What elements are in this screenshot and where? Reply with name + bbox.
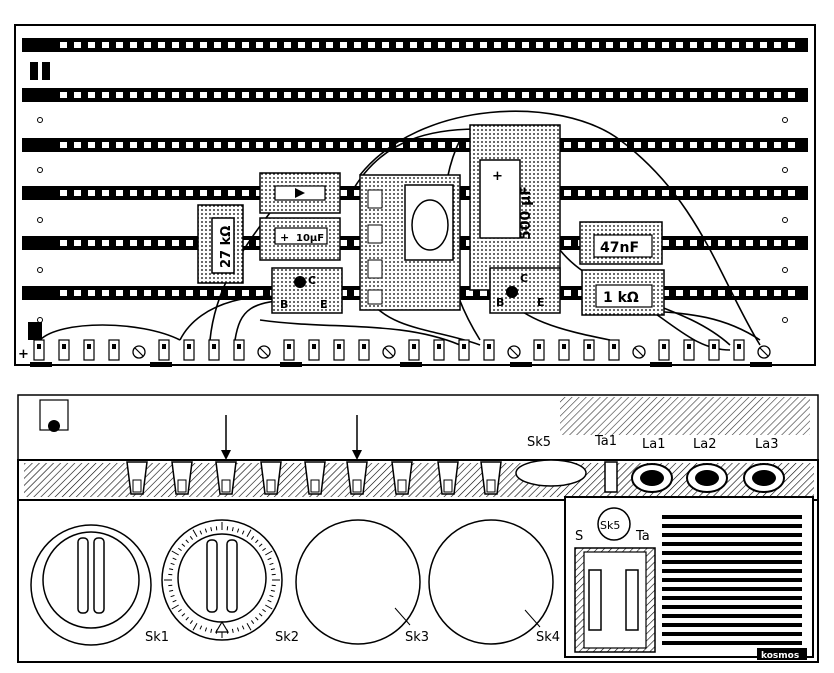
terminal[interactable] xyxy=(234,340,244,360)
terminal[interactable] xyxy=(84,340,94,360)
transistor-right-b: B xyxy=(496,296,504,309)
terminal[interactable] xyxy=(359,340,369,360)
transistor-right-c: C xyxy=(520,272,528,285)
capacitor-500uf-label: 500 µF xyxy=(518,186,534,240)
la1-label: La1 xyxy=(642,437,665,452)
lamp-la3 xyxy=(744,464,784,492)
front-panel xyxy=(18,460,818,500)
terminal[interactable] xyxy=(684,340,694,360)
terminal[interactable] xyxy=(59,340,69,360)
resistor-27k-label: 27 kΩ xyxy=(219,226,234,268)
inset-sk5-label: Sk5 xyxy=(600,519,620,532)
transistor-left-c: C xyxy=(308,274,316,287)
capacitor-47nf-module: 47nF xyxy=(580,222,662,264)
knob-sk4[interactable] xyxy=(429,520,553,644)
ta1-label: Ta1 xyxy=(594,434,617,449)
mid-panel: Sk5 Ta1 La1 La2 La3 xyxy=(18,395,818,460)
resistor-1k-label: 1 kΩ xyxy=(603,290,639,306)
board-marker-right xyxy=(42,62,50,80)
terminal[interactable] xyxy=(309,340,319,360)
transistor-right-e: E xyxy=(537,296,545,309)
terminal[interactable] xyxy=(133,346,145,358)
terminal[interactable] xyxy=(633,346,645,358)
inset-switch-s[interactable] xyxy=(589,570,601,630)
inset-button-ta[interactable] xyxy=(626,570,638,630)
transistor-left-b: B xyxy=(280,298,288,311)
terminal[interactable] xyxy=(709,340,719,360)
transistor-left-module: C B E xyxy=(272,268,342,313)
switch-s3[interactable] xyxy=(216,462,236,494)
sk3-label: Sk3 xyxy=(405,630,429,645)
rail-2 xyxy=(22,88,808,102)
sk2-label: Sk2 xyxy=(275,630,299,645)
terminal[interactable] xyxy=(383,346,395,358)
switch-s5[interactable] xyxy=(305,462,325,494)
resistor-27k-module: 27 kΩ xyxy=(198,205,243,283)
transistor-right-module: C B E xyxy=(490,268,560,313)
terminal[interactable] xyxy=(734,340,744,360)
sk1-label: Sk1 xyxy=(145,630,169,645)
switch-s7[interactable] xyxy=(392,462,412,494)
terminal[interactable] xyxy=(508,346,520,358)
brand-logo: kosmos xyxy=(761,651,799,661)
sk5-socket[interactable] xyxy=(516,460,586,486)
inset-panel: S Sk5 Ta kosmos xyxy=(565,497,813,661)
sk4-label: Sk4 xyxy=(536,630,560,645)
capacitor-10uf-label: 10µF xyxy=(296,233,324,244)
switch-s9[interactable] xyxy=(481,462,501,494)
lamp-la2 xyxy=(687,464,727,492)
speaker-grille xyxy=(662,515,802,645)
switch-s2[interactable] xyxy=(172,462,192,494)
terminal[interactable] xyxy=(484,340,494,360)
board-marker-left xyxy=(30,62,38,80)
capacitor-500uf-module: + 500 µF xyxy=(470,125,560,290)
la3-label: La3 xyxy=(755,437,778,452)
svg-text:+: + xyxy=(280,231,289,244)
terminal[interactable] xyxy=(258,346,270,358)
relay-module xyxy=(360,175,460,310)
knob-sk2[interactable] xyxy=(162,520,282,640)
terminal[interactable] xyxy=(184,340,194,360)
terminal[interactable] xyxy=(109,340,119,360)
switch-s4[interactable] xyxy=(261,462,281,494)
capacitor-10uf-module: 10µF + xyxy=(260,218,340,260)
lamp-la1 xyxy=(632,464,672,492)
terminal[interactable] xyxy=(758,346,770,358)
terminal[interactable] xyxy=(584,340,594,360)
inset-ta-label: Ta xyxy=(635,529,650,544)
capacitor-47nf-label: 47nF xyxy=(600,240,639,256)
inset-s-label: S xyxy=(575,529,583,544)
terminal[interactable] xyxy=(609,340,619,360)
terminal[interactable] xyxy=(284,340,294,360)
resistor-1k-module: 1 kΩ xyxy=(582,270,664,315)
terminal[interactable] xyxy=(534,340,544,360)
transistor-left-e: E xyxy=(320,298,328,311)
knob-sk3[interactable] xyxy=(296,520,420,644)
plus-terminal-label: + xyxy=(18,347,29,362)
la2-label: La2 xyxy=(693,437,716,452)
ta1-button[interactable] xyxy=(605,462,617,492)
terminal[interactable] xyxy=(34,340,44,360)
rail-1 xyxy=(22,38,808,52)
terminal[interactable] xyxy=(459,340,469,360)
diode-module xyxy=(260,173,340,213)
switch-s6[interactable] xyxy=(347,462,367,494)
terminal[interactable] xyxy=(559,340,569,360)
terminal[interactable] xyxy=(659,340,669,360)
terminal[interactable] xyxy=(334,340,344,360)
rail-3 xyxy=(22,138,808,152)
sk5-label: Sk5 xyxy=(527,435,551,450)
terminal[interactable] xyxy=(409,340,419,360)
terminal[interactable] xyxy=(209,340,219,360)
terminal[interactable] xyxy=(159,340,169,360)
switch-s1[interactable] xyxy=(127,462,147,494)
switch-s8[interactable] xyxy=(438,462,458,494)
terminal[interactable] xyxy=(434,340,444,360)
capacitor-500uf-plus: + xyxy=(492,169,503,184)
knob-sk1[interactable] xyxy=(31,525,151,645)
